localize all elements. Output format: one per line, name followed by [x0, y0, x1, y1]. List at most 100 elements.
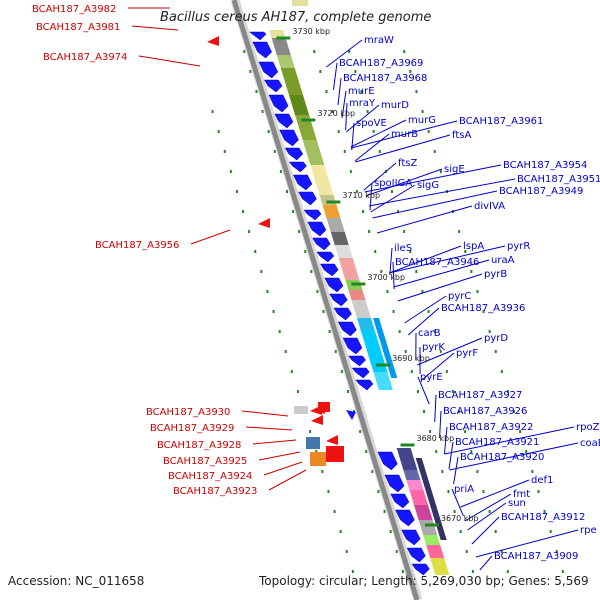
guide-dot [334, 350, 337, 353]
gene-label: BCAH187_A3920 [460, 452, 544, 463]
leader-line [241, 410, 289, 417]
guide-dot [531, 470, 534, 473]
guide-dot [346, 390, 349, 393]
forward-gene-arrow [333, 307, 352, 321]
gene-label: pyrE [420, 372, 443, 383]
category-segment [351, 300, 371, 318]
guide-dot [337, 130, 340, 133]
guide-dot [372, 130, 375, 133]
gene-label: BCAH187_A3928 [157, 440, 241, 451]
leader-line [245, 426, 293, 431]
leader-line [434, 394, 437, 423]
leader-line [393, 259, 490, 288]
gene-label: BCAH187_A3927 [438, 390, 522, 401]
guide-dot [278, 330, 281, 333]
gene-block [310, 452, 326, 466]
forward-gene-arrow [324, 277, 344, 293]
forward-gene-arrow [258, 61, 279, 79]
leader-line [453, 456, 459, 485]
category-segment [330, 232, 349, 245]
forward-gene-arrow [288, 161, 307, 173]
guide-dot [355, 190, 358, 193]
category-segment [310, 165, 334, 195]
leader-line [471, 516, 500, 545]
category-segment [356, 318, 375, 330]
guide-dot [453, 510, 456, 513]
forward-gene-arrow [279, 129, 299, 147]
forward-gene-arrow [298, 191, 317, 206]
guide-dot [386, 290, 389, 293]
guide-dot [223, 150, 226, 153]
guide-dot [410, 370, 413, 373]
forward-gene-arrow [384, 474, 405, 493]
gene-label: BCAH187_A3924 [168, 471, 252, 482]
guide-dot [339, 530, 342, 533]
tick-label: 3700 kbp [367, 273, 405, 282]
guide-dot [313, 50, 316, 53]
gene-label: BCAH187_A3968 [343, 73, 427, 84]
forward-gene-arrow [284, 147, 304, 161]
leader-line [448, 441, 454, 470]
guide-dot [343, 150, 346, 153]
guide-dot [279, 170, 282, 173]
leader-line [354, 133, 390, 162]
accession-text: Accession: NC_011658 [8, 574, 145, 588]
guide-dot [519, 430, 522, 433]
leader-line [451, 488, 464, 517]
guide-dot [488, 330, 491, 333]
guide-dot [415, 90, 418, 93]
guide-dot [254, 250, 257, 253]
tick-label: 3710 kbp [342, 191, 380, 200]
guide-dot [360, 90, 363, 93]
leader-line [467, 502, 507, 531]
category-segment [276, 55, 295, 68]
gene-label: murB [391, 129, 418, 140]
leader-line [326, 39, 363, 68]
gene-label: BCAH187_A3982 [32, 4, 116, 15]
leader-line [131, 25, 179, 31]
gene-label: ileS [394, 243, 412, 254]
forward-gene-arrow [355, 379, 374, 391]
gene-label: pyrF [456, 348, 478, 359]
guide-dot [261, 110, 264, 113]
gene-label: BCAH187_A3956 [95, 240, 179, 251]
guide-dot [445, 370, 448, 373]
gene-label: sigE [444, 164, 465, 175]
forward-gene-arrow [268, 94, 289, 113]
tick-label: 3720 kbp [317, 109, 355, 118]
leader-line [341, 90, 347, 119]
guide-dot [331, 110, 334, 113]
gene-label: rpoZ [576, 422, 600, 433]
forward-gene-arrow [252, 41, 272, 59]
gene-label: ftsZ [398, 158, 417, 169]
guide-dot [439, 350, 442, 353]
leader-line [355, 134, 451, 163]
guide-dot [488, 510, 491, 513]
guide-dot [327, 490, 330, 493]
forward-gene-arrow [346, 410, 356, 420]
dotted-guides [211, 50, 564, 573]
guide-dot [365, 450, 368, 453]
guide-dot [345, 550, 348, 553]
leader-line [444, 426, 575, 455]
gene-label: BCAH187_A3925 [163, 456, 247, 467]
gene-label: carB [418, 328, 441, 339]
guide-dot [328, 330, 331, 333]
guide-dot [470, 450, 473, 453]
gene-label: uraA [491, 255, 515, 266]
reverse-gene-arrow [311, 415, 323, 425]
guide-dot [427, 310, 430, 313]
gene-label: pyrB [484, 269, 507, 280]
gene-label: BCAH187_A3954 [503, 160, 587, 171]
gene-label: BCAH187_A3969 [339, 58, 423, 69]
leader-line [449, 442, 579, 471]
gene-label: mraW [364, 35, 394, 46]
gene-label: sun [508, 498, 526, 509]
guide-dot [359, 430, 362, 433]
guide-dot [310, 270, 313, 273]
guide-dot [309, 430, 312, 433]
guide-dot [333, 510, 336, 513]
guide-dot [471, 570, 474, 573]
leader-line [350, 119, 407, 148]
